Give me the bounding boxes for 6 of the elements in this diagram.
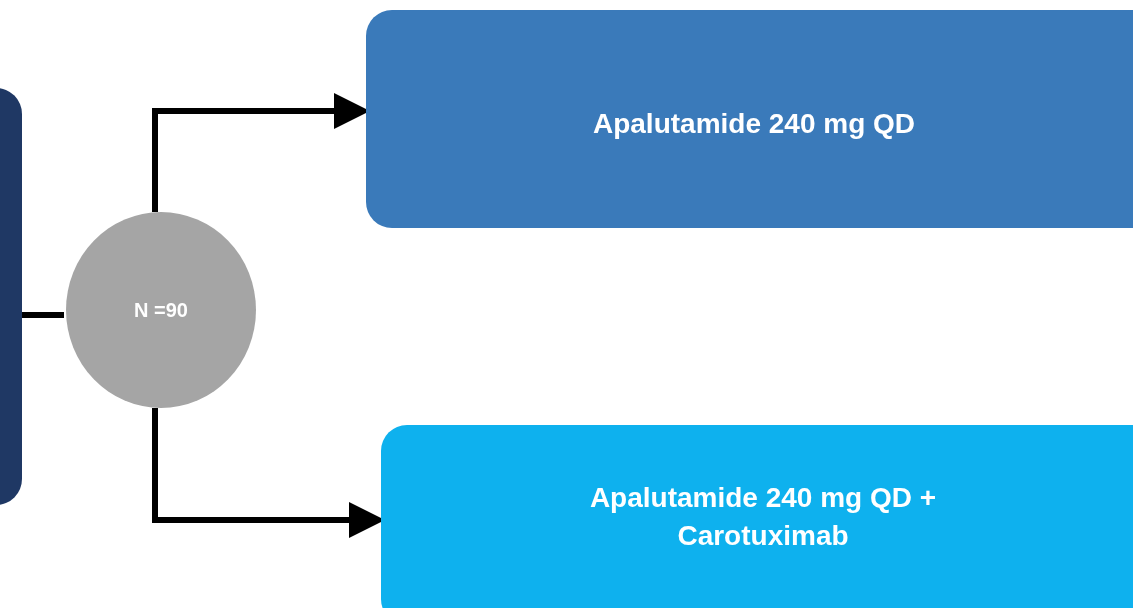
treatment-arm-box [381, 425, 1133, 608]
treatment-arm-box [366, 10, 1133, 228]
treatment-label: Apalutamide 240 mg QD [591, 107, 917, 142]
sample-size: N =90 [134, 297, 188, 323]
treatment-label: Apalutamide 240 mg QD + Carotuximab [588, 481, 938, 553]
connector-line [22, 312, 64, 318]
